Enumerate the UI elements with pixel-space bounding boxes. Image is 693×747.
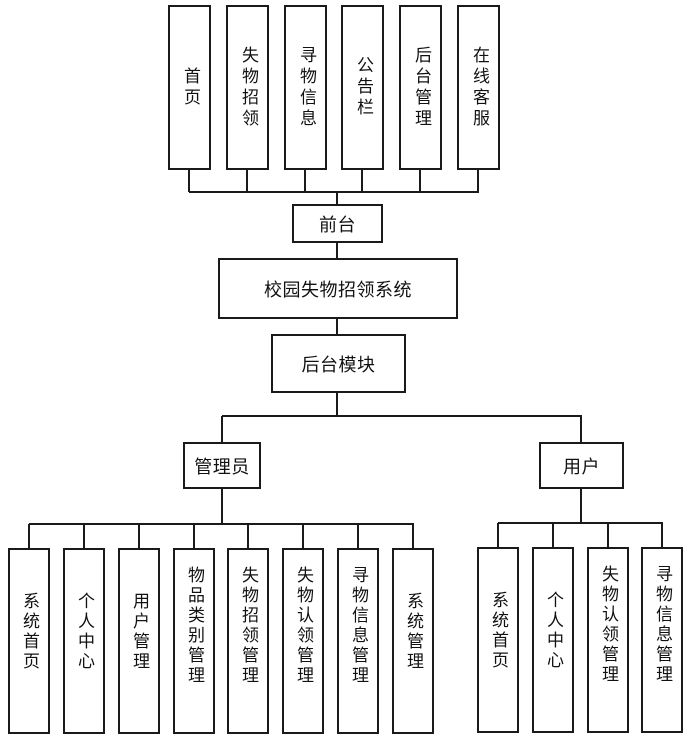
connector-line [188,170,190,192]
connector-line [661,523,663,547]
connector-line [221,416,223,442]
admin-module-personal-center: 个人中心 [63,548,105,734]
connector-line [336,319,338,334]
user-module-search-info-management: 寻物信息管理 [641,547,683,733]
connector-line [28,524,30,548]
connector-line [361,170,363,192]
user-module-claim-management: 失物认领管理 [587,547,629,733]
user-module-text: 失物认领管理 [598,565,618,685]
connector-line [189,191,479,193]
front-module-search-info: 寻物信息 [284,5,327,170]
connector-line [336,243,338,258]
user-node: 用户 [539,442,624,489]
front-module-online-service: 在线客服 [457,5,500,170]
admin-module-text: 系统管理 [403,592,423,672]
connector-line [498,522,663,524]
admin-module-text: 系统首页 [19,592,39,672]
user-module-text: 寻物信息管理 [652,565,672,685]
admin-module-text: 寻物信息管理 [348,566,368,686]
admin-module-lost-found-management: 失物招领管理 [227,548,269,734]
connector-line [138,524,140,548]
user-module-text: 个人中心 [543,591,563,671]
user-module-text: 系统首页 [488,591,508,671]
user-module-system-home: 系统首页 [477,547,519,733]
connector-line [497,523,499,547]
front-module-admin-entry: 后台管理 [399,5,442,170]
admin-module-system-management: 系统管理 [392,548,434,734]
system-title-node: 校园失物招领系统 [218,258,458,319]
connector-line [304,170,306,192]
admin-module-text: 失物认领管理 [293,566,313,686]
connector-line [357,524,359,548]
admin-node: 管理员 [183,442,261,489]
admin-module-system-home: 系统首页 [8,548,50,734]
connector-line [336,393,338,416]
connector-line [580,416,582,442]
connector-line [29,523,414,525]
connector-line [412,524,414,548]
front-module-notice-board: 公告栏 [341,5,384,170]
front-module-lost-found: 失物招领 [226,5,269,170]
admin-module-claim-management: 失物认领管理 [282,548,324,734]
connector-line [302,524,304,548]
admin-module-text: 个人中心 [74,592,94,672]
connector-line [336,192,338,204]
admin-module-text: 失物招领管理 [238,566,258,686]
connector-line [607,523,609,547]
connector-line [247,524,249,548]
connector-line [221,489,223,524]
connector-line [246,170,248,192]
connector-line [222,415,582,417]
admin-module-text: 物品类别管理 [184,566,204,686]
connector-line [580,489,582,523]
front-module-home: 首页 [168,5,211,170]
connector-line [193,524,195,548]
connector-line [552,523,554,547]
backend-node: 后台模块 [271,334,406,393]
connector-line [419,170,421,192]
user-module-personal-center: 个人中心 [532,547,574,733]
admin-module-search-info-management: 寻物信息管理 [337,548,379,734]
connector-line [83,524,85,548]
admin-module-user-management: 用户管理 [118,548,160,734]
admin-module-text: 用户管理 [129,592,149,672]
frontend-node: 前台 [292,204,383,243]
connector-line [477,170,479,192]
admin-module-category-management: 物品类别管理 [173,548,215,734]
